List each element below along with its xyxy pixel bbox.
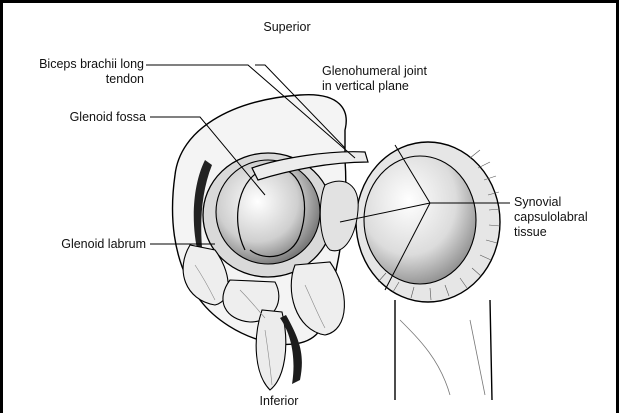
label-glenoid-fossa: Glenoid fossa [14,110,146,125]
humerus-shaft-shading [400,320,485,395]
label-biceps-line2: tendon [14,72,144,87]
label-synovial-line2: capsulolabral [514,210,588,225]
label-glenohumeral-line1: Glenohumeral joint [322,64,427,79]
label-synovial-line1: Synovial [514,195,561,210]
label-glenoid-labrum: Glenoid labrum [14,237,146,252]
synovial-tissue [320,181,358,251]
label-synovial-line3: tissue [514,225,547,240]
label-biceps-line1: Biceps brachii long [14,57,144,72]
label-inferior: Inferior [244,394,314,409]
humeral-head-cartilage [364,156,476,284]
label-glenohumeral-line2: in vertical plane [322,79,409,94]
label-superior: Superior [252,20,322,35]
humerus-shaft [395,300,492,400]
